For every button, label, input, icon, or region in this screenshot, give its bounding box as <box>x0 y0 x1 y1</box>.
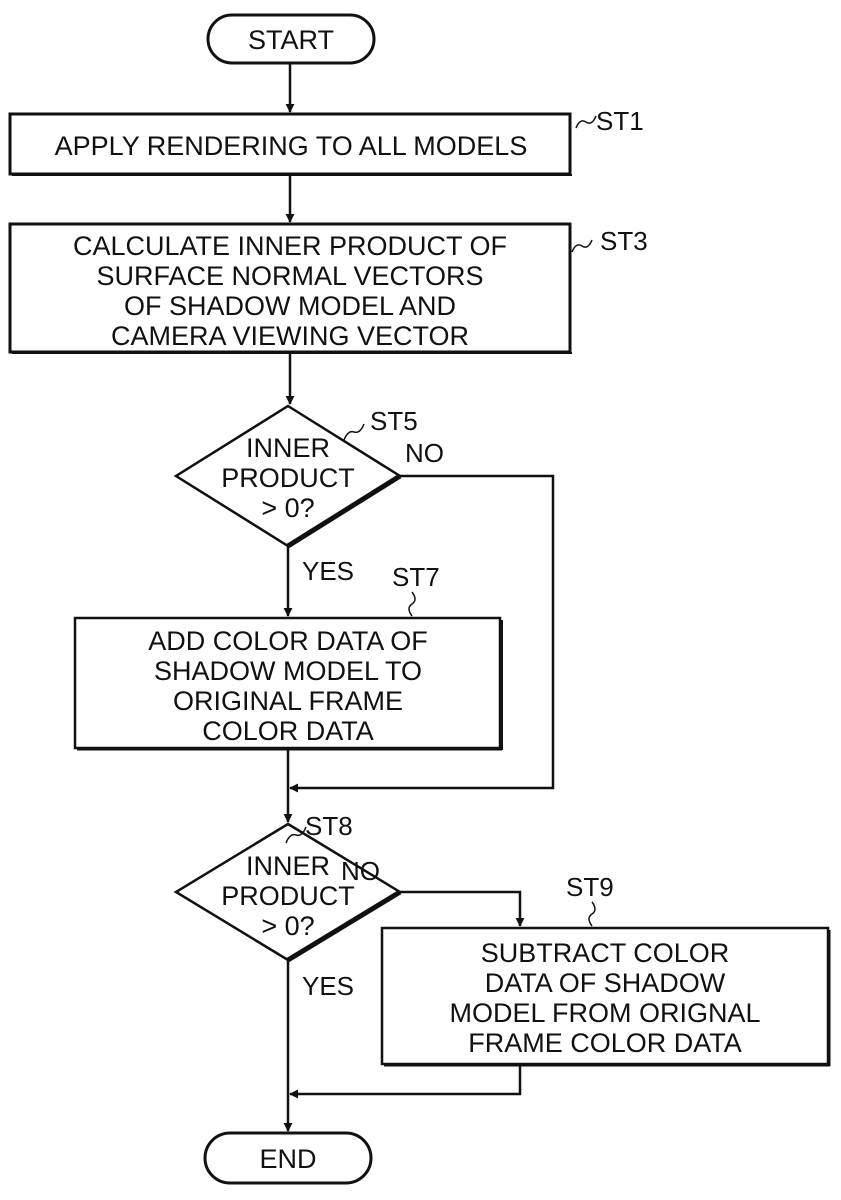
end-label: END <box>259 1144 316 1174</box>
st9-leader <box>589 902 595 926</box>
st3-line-1: CALCULATE INNER PRODUCT OF <box>73 231 507 261</box>
st7-line-4: COLOR DATA <box>202 716 374 746</box>
process-st7: ADD COLOR DATA OF SHADOW MODEL TO ORIGIN… <box>75 618 502 750</box>
st5-line-2: PRODUCT <box>221 463 355 493</box>
end-terminator: END <box>205 1133 371 1183</box>
st3-step-label: ST3 <box>600 226 648 256</box>
st3-line-4: CAMERA VIEWING VECTOR <box>111 321 469 351</box>
decision-st5: INNER PRODUCT > 0? <box>176 406 400 546</box>
st8-yes-label: YES <box>302 971 354 1001</box>
st7-step-label: ST7 <box>392 562 440 592</box>
st5-leader <box>344 424 364 440</box>
st7-line-1: ADD COLOR DATA OF <box>148 626 428 656</box>
st7-line-3: ORIGINAL FRAME <box>173 686 403 716</box>
process-st1: APPLY RENDERING TO ALL MODELS <box>10 114 572 175</box>
st9-line-1: SUBTRACT COLOR <box>481 938 730 968</box>
process-st9: SUBTRACT COLOR DATA OF SHADOW MODEL FROM… <box>382 928 830 1066</box>
st1-leader <box>576 116 596 128</box>
st9-step-label: ST9 <box>566 872 614 902</box>
st3-leader <box>572 240 592 252</box>
st1-text: APPLY RENDERING TO ALL MODELS <box>55 131 528 161</box>
st8-no-label: NO <box>341 856 380 886</box>
st8-line-3: > 0? <box>261 911 314 941</box>
process-st3: CALCULATE INNER PRODUCT OF SURFACE NORMA… <box>10 224 572 353</box>
st8-step-label: ST8 <box>305 811 353 841</box>
st8-line-2: PRODUCT <box>221 881 355 911</box>
st7-leader <box>409 592 415 616</box>
st8-line-1: INNER <box>246 851 330 881</box>
st9-line-2: DATA OF SHADOW <box>485 968 726 998</box>
decision-st8: INNER PRODUCT > 0? <box>176 824 400 960</box>
start-terminator: START <box>208 15 374 63</box>
st9-line-3: MODEL FROM ORIGNAL <box>449 998 760 1028</box>
start-label: START <box>248 25 334 55</box>
st1-step-label: ST1 <box>596 106 644 136</box>
st5-no-label: NO <box>405 438 444 468</box>
st9-line-4: FRAME COLOR DATA <box>468 1028 742 1058</box>
st5-step-label: ST5 <box>370 406 418 436</box>
st3-line-3: OF SHADOW MODEL AND <box>124 291 456 321</box>
st3-line-2: SURFACE NORMAL VECTORS <box>96 261 483 291</box>
st5-line-1: INNER <box>246 433 330 463</box>
st5-line-3: > 0? <box>261 493 314 523</box>
arrow-st8-no-to-st9 <box>400 892 520 926</box>
st5-yes-label: YES <box>302 556 354 586</box>
arrow-st9-to-merge <box>290 1066 520 1094</box>
st7-line-2: SHADOW MODEL TO <box>154 656 422 686</box>
